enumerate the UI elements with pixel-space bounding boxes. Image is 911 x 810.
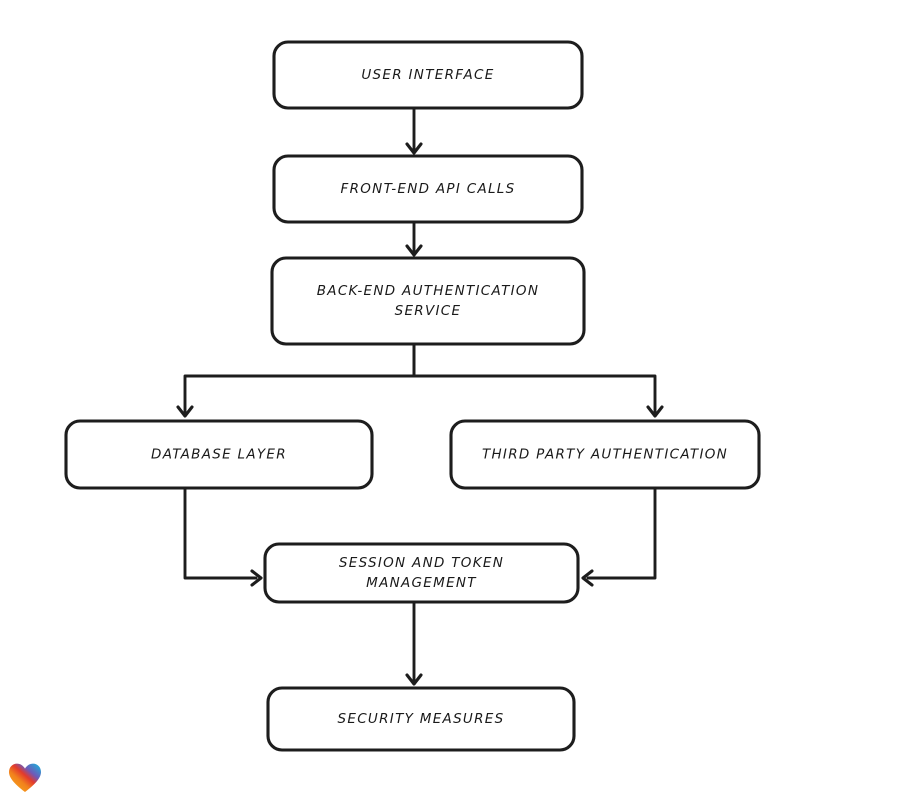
node-label: THIRD PARTY AUTHENTICATION xyxy=(482,447,728,463)
node-database-layer[interactable]: DATABASE LAYER xyxy=(64,419,374,490)
node-session-and-token-management[interactable]: SESSION AND TOKEN MANAGEMENT xyxy=(263,542,580,604)
node-label: SECURITY MEASURES xyxy=(338,711,505,727)
node-user-interface[interactable]: USER INTERFACE xyxy=(272,40,584,110)
node-label: SESSION AND TOKEN xyxy=(339,555,504,571)
node-label: USER INTERFACE xyxy=(361,67,494,83)
arrowhead-icon xyxy=(176,405,194,418)
arrowhead-icon xyxy=(405,142,423,155)
node-box[interactable] xyxy=(263,542,580,604)
arrowhead-icon xyxy=(405,673,423,686)
edges-layer xyxy=(176,106,664,686)
node-box[interactable] xyxy=(270,256,586,346)
arrowhead-icon xyxy=(250,569,263,587)
arrowhead-icon xyxy=(646,405,664,418)
edge-thirdparty-to-session xyxy=(581,486,657,587)
edge-session-to-security xyxy=(405,600,423,686)
node-box[interactable] xyxy=(64,419,374,490)
node-box[interactable] xyxy=(449,419,761,490)
node-label: FRONT-END API CALLS xyxy=(341,181,516,197)
node-label: MANAGEMENT xyxy=(366,575,477,591)
node-third-party-authentication[interactable]: THIRD PARTY AUTHENTICATION xyxy=(449,419,761,490)
arrowhead-icon xyxy=(405,244,423,257)
node-back-end-authentication-service[interactable]: BACK-END AUTHENTICATION SERVICE xyxy=(270,256,586,346)
nodes-layer: USER INTERFACE FRONT-END API CALLS BACK-EN… xyxy=(64,40,761,752)
edge-line xyxy=(586,486,657,580)
node-box[interactable] xyxy=(272,40,584,110)
arrowhead-icon xyxy=(581,569,594,587)
node-box[interactable] xyxy=(272,154,584,224)
edge-line xyxy=(183,486,258,580)
node-label: SERVICE xyxy=(395,303,462,319)
edge-backend-to-thirdparty xyxy=(412,342,664,418)
edge-api-to-backend xyxy=(405,220,423,257)
heart-icon xyxy=(9,763,41,792)
node-security-measures[interactable]: SECURITY MEASURES xyxy=(266,686,576,752)
edge-database-to-session xyxy=(183,486,263,587)
node-label: BACK-END AUTHENTICATION xyxy=(317,283,540,299)
node-front-end-api-calls[interactable]: FRONT-END API CALLS xyxy=(272,154,584,224)
edge-ui-to-api xyxy=(405,106,423,155)
edge-line xyxy=(183,342,416,414)
node-box[interactable] xyxy=(266,686,576,752)
edge-line xyxy=(412,342,657,414)
node-label: DATABASE LAYER xyxy=(151,447,287,463)
edge-backend-to-database xyxy=(176,342,416,418)
